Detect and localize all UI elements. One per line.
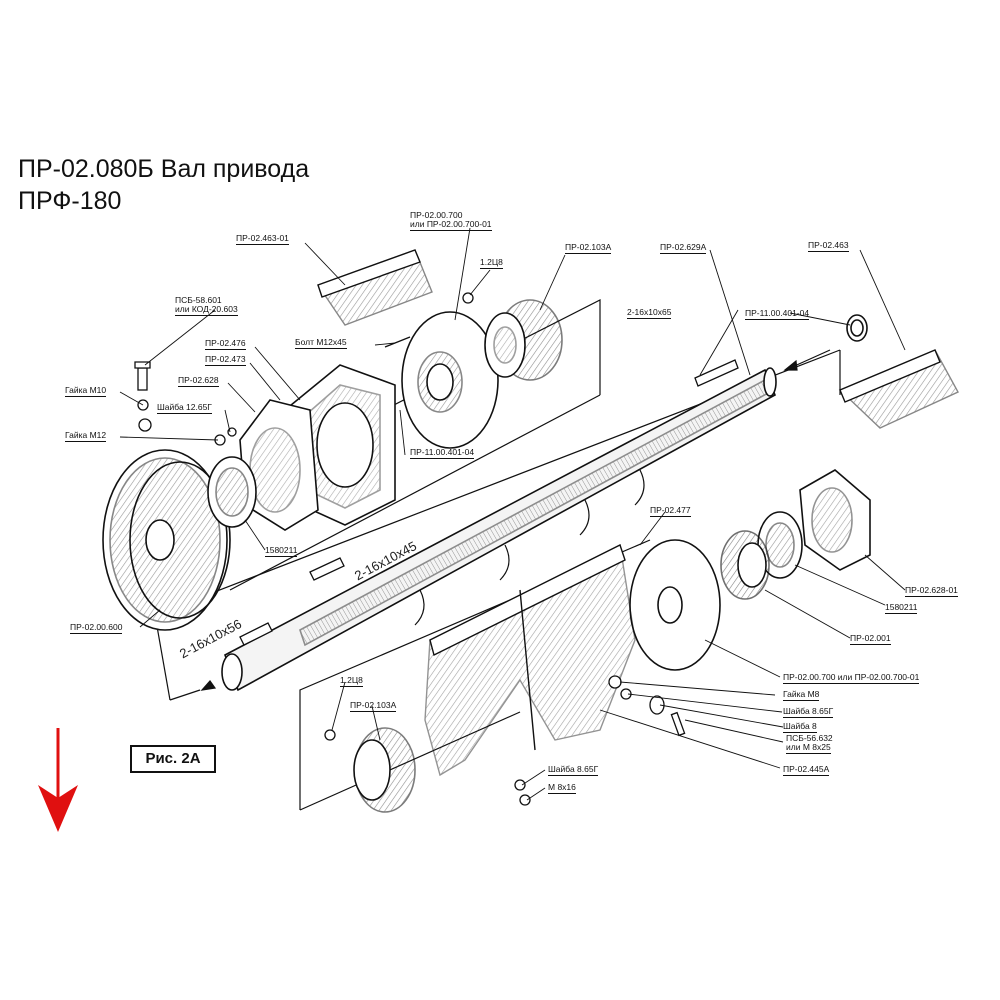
part-label: ПР-02.103А [565,242,612,254]
part-label: Гайка М10 [65,385,107,397]
part-label: ПР-02.463-01 [236,233,289,245]
part-label: Гайка М8 [783,689,820,701]
cover-plate-upper-left [316,249,433,326]
part-label: ПР-02.476 [205,338,246,350]
clamp-collar-lower [353,727,416,813]
part-label: ПР-02.00.600 [70,622,123,634]
bearing-left [207,456,257,528]
part-label: Шайба 8 [783,721,817,733]
part-label: ПР-02.00.700 или ПР-02.00.700-01 [783,672,920,684]
leader-lines [119,227,906,801]
part-label: 2-16х10х65 [627,307,672,319]
part-label: 1.2Ц8 [340,675,363,687]
figure-label: Рис. 2А [130,745,216,773]
part-label: ПР-02.445А [783,764,830,776]
shaft-key-lower [239,622,273,646]
part-label: 1.2Ц8 [480,257,503,269]
part-label: ПСБ-56.632 [786,733,833,743]
cover-plate-upper-right [838,349,959,429]
part-label: ПР-02.00.700 [410,210,463,220]
part-label: ПР-02.628 [178,375,219,387]
part-label: ПР-11.00.401-04 [410,447,475,459]
part-label: ПР-02.628-01 [905,585,958,597]
shaft-key-upper [309,557,345,581]
part-label: 1580211 [885,602,918,614]
lower-cover-plates [424,543,636,777]
part-label: Шайба 8.65Г [548,764,599,776]
part-label: ПР-02.103А [350,700,397,712]
part-label: или КОД-20.603 [175,304,238,316]
lower-sprocket [629,539,721,671]
part-label: Шайба 12.65Г [157,402,212,414]
part-label: Болт М12х45 [295,337,347,349]
shaft-key-65 [694,359,739,387]
washer-right [846,314,868,342]
fasteners [134,292,686,806]
axis-arrow-left [200,680,217,691]
part-label: ПР-02.473 [205,354,246,366]
part-label: Шайба 8.65Г [783,706,834,718]
upper-sprocket [401,311,499,449]
red-down-arrow-icon [38,728,78,832]
part-label: ПР-02.001 [850,633,891,645]
part-label: ПР-02.463 [808,240,849,252]
axis-arrow-right [783,349,831,371]
part-label: или М 8х25 [786,742,831,754]
part-label: Гайка М12 [65,430,107,442]
page-title: ПР-02.080Б Вал привода [18,155,310,183]
part-label: М 8х16 [548,782,576,794]
part-label: ПР-11.00.401-04 [745,308,810,320]
main-shaft [221,367,777,692]
part-label: или ПР-02.00.700-01 [410,219,492,231]
clamp-collar-upper [484,299,563,381]
large-sprocket [102,449,231,631]
part-label: ПР-02.477 [650,505,691,517]
page-subtitle: ПРФ-180 [18,187,122,215]
part-label: 1580211 [265,545,298,557]
bearing-housing-right [799,469,871,571]
part-label: ПСБ-58.601 [175,295,222,305]
clamp-right [720,530,770,600]
part-label: ПР-02.629А [660,242,707,254]
